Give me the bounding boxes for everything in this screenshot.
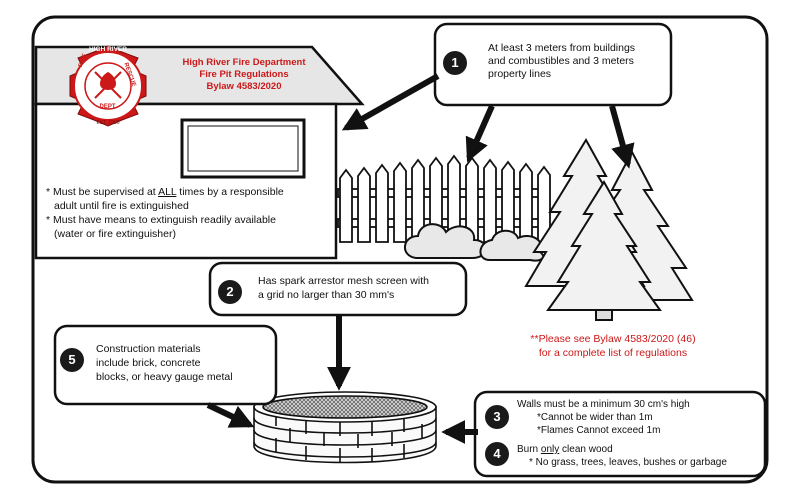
callout-4-emphasis: only [540, 444, 560, 455]
logo-top-text: HIGH RIVER [89, 46, 127, 53]
callout-4-text: Burn only clean wood * No grass, trees, … [517, 443, 727, 469]
callout-3-line1: Walls must be a minimum 30 cm's high [517, 399, 690, 410]
header-title: Fire Pit Regulations [199, 69, 289, 80]
step-badge-2 [218, 280, 242, 304]
callout-5-line2: include brick, concrete [96, 357, 201, 369]
callout-5-text: Construction materials include brick, co… [96, 342, 233, 384]
callout-2-line1: Has spark arrestor mesh screen with [258, 275, 429, 287]
arrow-to-trees [609, 105, 635, 169]
step-number-1: 1 [451, 55, 459, 70]
arrow-to-fence [465, 104, 495, 163]
callout-3-line3: *Flames Cannot exceed 1m [537, 425, 661, 436]
note1-emphasis: ALL [158, 186, 177, 198]
logo-est-text: EST. 1906 [96, 120, 120, 126]
callout-5-box [53, 324, 278, 406]
logo-bottom-text: DEPT. [99, 104, 117, 110]
fire-pit-illustration [253, 391, 437, 464]
note1-line2: adult until fire is extinguished [54, 200, 189, 212]
fence-illustration [337, 154, 551, 243]
fire-department-logo [69, 45, 147, 127]
step-number-4: 4 [493, 446, 501, 461]
callout-1-line1: At least 3 meters from buildings [488, 42, 636, 54]
callout-3-line2: *Cannot be wider than 1m [537, 412, 653, 423]
pointer-arrows [206, 73, 635, 444]
callout-4-prefix: Burn [517, 444, 541, 455]
callout-3-text: Walls must be a minimum 30 cm's high *Ca… [517, 398, 690, 437]
callout-2-box [208, 261, 468, 317]
step-number-2: 2 [226, 284, 234, 299]
step-badge-3 [485, 405, 509, 429]
callout-1-line2: and combustibles and 3 meters [488, 55, 634, 67]
callout-5-line1: Construction materials [96, 343, 201, 355]
callout-4-line2: * No grass, trees, leaves, bushes or gar… [529, 457, 727, 468]
step-badge-4 [485, 442, 509, 466]
note1-suffix: times by a responsible [176, 186, 284, 198]
step-number-5: 5 [68, 352, 76, 367]
supervision-notes: * Must be supervised at ALL times by a r… [46, 185, 284, 241]
callout-1-text: At least 3 meters from buildings and com… [488, 42, 635, 81]
header-department: High River Fire Department [182, 57, 306, 68]
bylaw-note-line1: **Please see Bylaw 4583/2020 (46) [530, 333, 696, 345]
callout-2-text: Has spark arrestor mesh screen with a gr… [258, 274, 429, 302]
arrow-to-house [341, 73, 440, 131]
step-badge-5 [60, 348, 84, 372]
arrow-to-walls [206, 402, 255, 428]
note2-line2: (water or fire extinguisher) [54, 228, 176, 240]
tree-illustration [524, 138, 694, 321]
step-number-3: 3 [493, 409, 501, 424]
callout-2-line2: a grid no larger than 30 mm's [258, 289, 395, 301]
bylaw-note-line2: for a complete list of regulations [538, 347, 688, 359]
callout-1-box [433, 22, 673, 107]
callout-4-suffix: clean wood [559, 444, 613, 455]
step-badge-1 [443, 51, 467, 75]
house-illustration [34, 45, 365, 260]
callout-1-line3: property lines [488, 68, 552, 80]
note2-line1: * Must have means to extinguish readily … [46, 214, 276, 226]
bylaw-reference-note: **Please see Bylaw 4583/2020 (46) for a … [512, 332, 714, 360]
header-bylaw: Bylaw 4583/2020 [206, 81, 282, 92]
note1-prefix: * Must be supervised at [46, 186, 159, 198]
poster-header: High River Fire Department Fire Pit Regu… [162, 57, 326, 93]
callout-5-line3: blocks, or heavy gauge metal [96, 371, 233, 383]
